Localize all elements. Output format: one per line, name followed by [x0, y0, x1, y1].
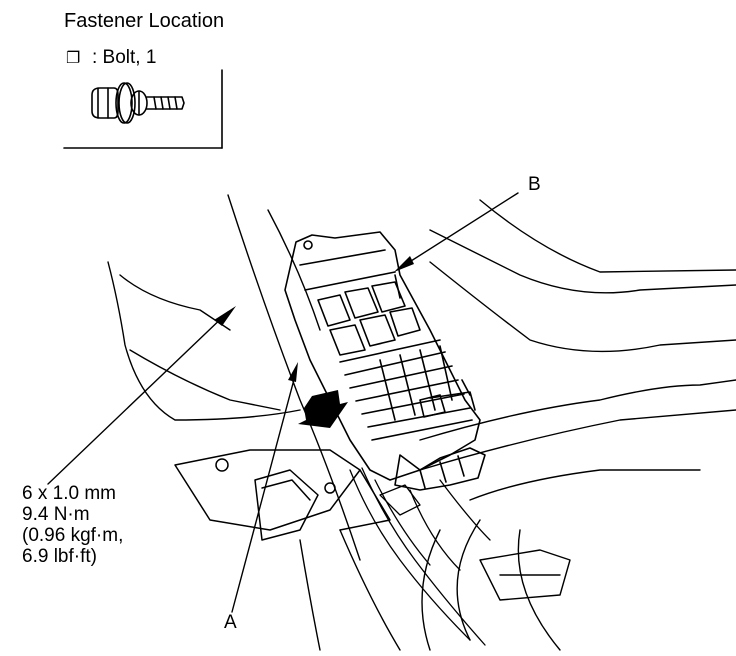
torque-spec: 6 x 1.0 mm 9.4 N·m (0.96 kgf·m, 6.9 lbf·…: [22, 483, 123, 567]
bolt-symbol: ❐: [66, 50, 81, 67]
torque-lbfft: 6.9 lbf·ft): [22, 546, 97, 567]
callout-b-label: B: [528, 174, 541, 195]
callout-b-arrowhead: [394, 256, 414, 272]
fuse-relay-box: [284, 231, 486, 491]
page-title: Fastener Location: [64, 10, 225, 32]
legend-label: : Bolt, 1: [92, 47, 157, 68]
callout-a-arrowhead: [288, 362, 298, 382]
vehicle-body-lines: [107, 194, 736, 651]
bolt-size: 6 x 1.0 mm: [22, 483, 116, 504]
mounting-bracket: [174, 449, 391, 541]
callout-leaders: [47, 192, 519, 613]
removal-direction-arrow: [298, 390, 348, 428]
flange-bolt-icon: [91, 82, 185, 124]
bolt-arrowhead: [214, 306, 236, 326]
legend-frame: [63, 69, 223, 149]
torque-kgfm: (0.96 kgf·m,: [22, 525, 124, 546]
callout-a-label: A: [224, 612, 237, 633]
torque-nm: 9.4 N·m: [22, 504, 90, 525]
wire-harness: [349, 467, 491, 646]
